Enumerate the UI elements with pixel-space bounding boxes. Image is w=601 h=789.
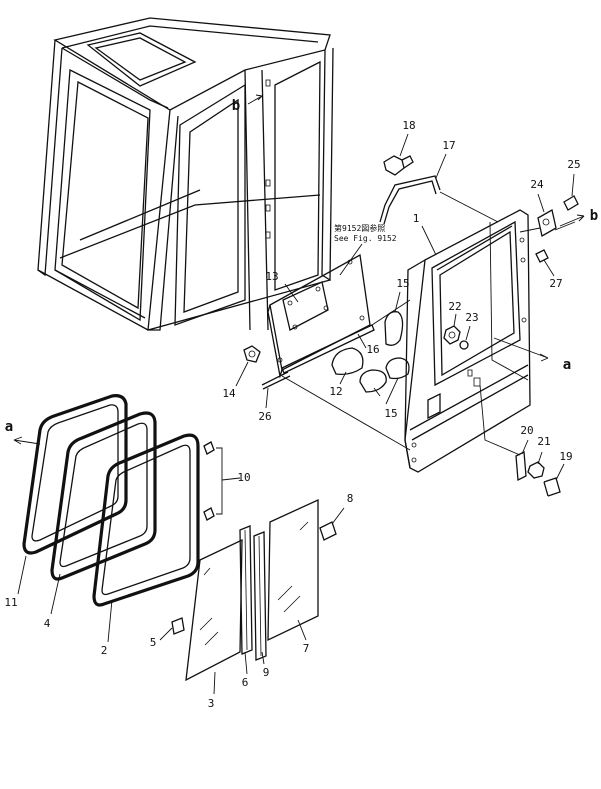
callout-c17: 17 [442,139,455,152]
a-arrow-right [493,337,549,362]
callout-c5: 5 [150,636,157,649]
glass-7 [267,498,319,642]
callout-c12: 12 [329,385,342,398]
callout-c15b: 15 [384,407,397,420]
callout-c6: 6 [242,676,249,689]
callout-c27: 27 [549,277,562,290]
annotation-labels: a a b b [5,98,598,435]
cab-frame [37,17,334,331]
assembly-lines [281,191,576,456]
annotation-a-right: a [563,357,571,373]
callout-c13: 13 [265,270,278,283]
inner-panel [243,253,375,390]
hardware [171,155,579,635]
callout-labels: 1234567891011121314151516171819202122232… [4,119,580,710]
callout-c14: 14 [222,387,236,400]
callout-c22: 22 [448,300,461,313]
callout-c9: 9 [263,666,270,679]
a-arrow-left [13,436,41,445]
callout-c3: 3 [208,697,215,710]
callout-c2: 2 [101,644,108,657]
callout-c18: 18 [402,119,415,132]
callout-c8: 8 [347,492,354,505]
callout-c24: 24 [530,178,544,191]
window-seal-11 [22,394,128,555]
strip-6 [239,525,253,655]
reference-note-en: See Fig. 9152 [334,234,397,243]
window-seal-4 [50,411,157,581]
glass-3 [185,538,243,682]
reference-note: 第9152図参照 See Fig. 9152 [334,223,397,276]
callout-leaders [17,133,575,695]
callout-c16: 16 [366,343,379,356]
annotation-b-right: b [590,208,598,224]
door [404,209,531,473]
reference-note-jp: 第9152図参照 [334,223,385,233]
annotation-b-top: b [232,98,240,114]
callout-c19: 19 [559,450,572,463]
callout-c21: 21 [537,435,550,448]
callout-c11: 11 [4,596,17,609]
strip-9 [253,531,267,661]
annotation-a-left: a [5,419,13,435]
b-arrow-top [247,94,263,105]
b-arrow-right [559,214,585,227]
callout-c4: 4 [44,617,51,630]
callout-c20: 20 [520,424,533,437]
callout-c25: 25 [567,158,580,171]
callout-c15a: 15 [396,277,409,290]
window-seal-2 [92,433,200,607]
callout-c10: 10 [237,471,250,484]
callout-c23: 23 [465,311,478,324]
callout-c1: 1 [413,212,420,225]
callout-c7: 7 [303,642,310,655]
callout-c26: 26 [258,410,271,423]
